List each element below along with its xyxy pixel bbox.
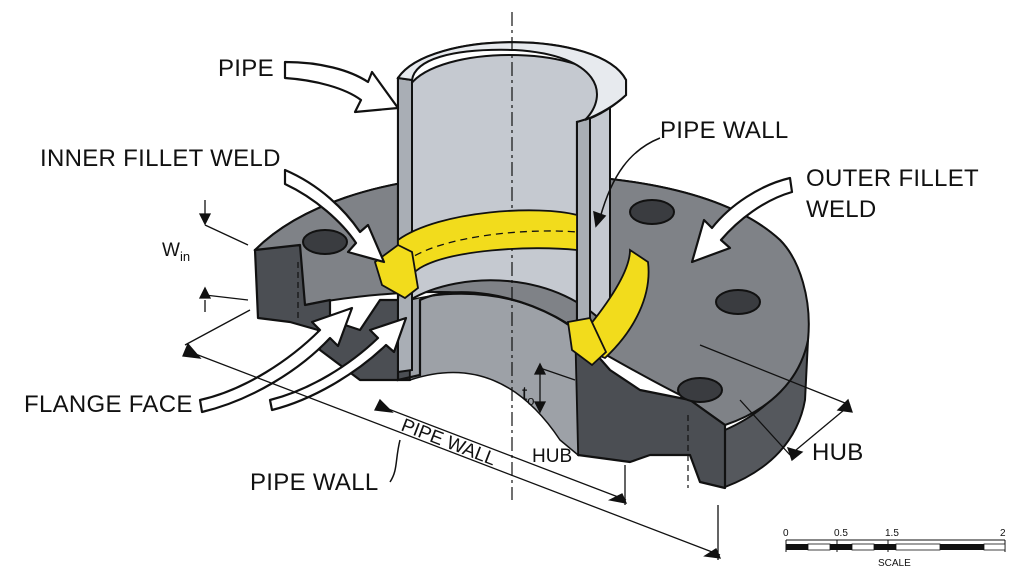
inner-weld-bead (373, 243, 419, 300)
welds (373, 209, 650, 367)
scale-bar: 0 0.5 1.5 2 SCALE (783, 528, 1006, 569)
flange-bore (409, 293, 579, 457)
outer-fillet-weld (583, 248, 650, 360)
callout-arrows (198, 60, 794, 414)
arrow-pipe (283, 60, 400, 114)
label-w-in: Win (162, 240, 190, 264)
label-hub-right: HUB (812, 439, 864, 466)
label-hub-dim: HUB (532, 446, 572, 467)
label-pipe-wall-top: PIPE WALL (660, 117, 789, 144)
bolt-hole-2 (629, 199, 675, 225)
label-outer-fillet-line2: WELD (806, 196, 877, 223)
arrow-inner-fillet (283, 168, 386, 264)
label-flange-face: FLANGE FACE (24, 391, 193, 418)
label-pipe-wall-dim: PIPE WALL (398, 415, 499, 470)
scale-tick-2: 2 (1000, 528, 1006, 539)
label-pipe: PIPE (218, 55, 274, 82)
label-outer-fillet-line1: OUTER FILLET (806, 165, 979, 192)
outer-weld-bead (566, 316, 608, 367)
arrow-flange-face-1 (198, 306, 354, 414)
scale-tick-15: 1.5 (885, 528, 899, 539)
arrow-outer-fillet (690, 176, 794, 264)
bolt-hole-1 (302, 229, 348, 255)
scale-caption: SCALE (878, 558, 911, 569)
label-t-o: to (522, 384, 535, 408)
pipe-rim (396, 41, 627, 121)
pipe-wall-right (576, 116, 591, 342)
bolt-hole-3 (715, 289, 761, 315)
leader-lines (389, 137, 661, 483)
label-inner-fillet-weld: INNER FILLET WELD (40, 145, 281, 172)
dimensions (182, 200, 853, 560)
label-pipe-wall-bottom: PIPE WALL (250, 469, 379, 496)
flange-body (253, 173, 810, 490)
scale-tick-05: 0.5 (834, 528, 848, 539)
scale-tick-0: 0 (783, 528, 789, 539)
bolt-hole-4 (677, 377, 723, 403)
